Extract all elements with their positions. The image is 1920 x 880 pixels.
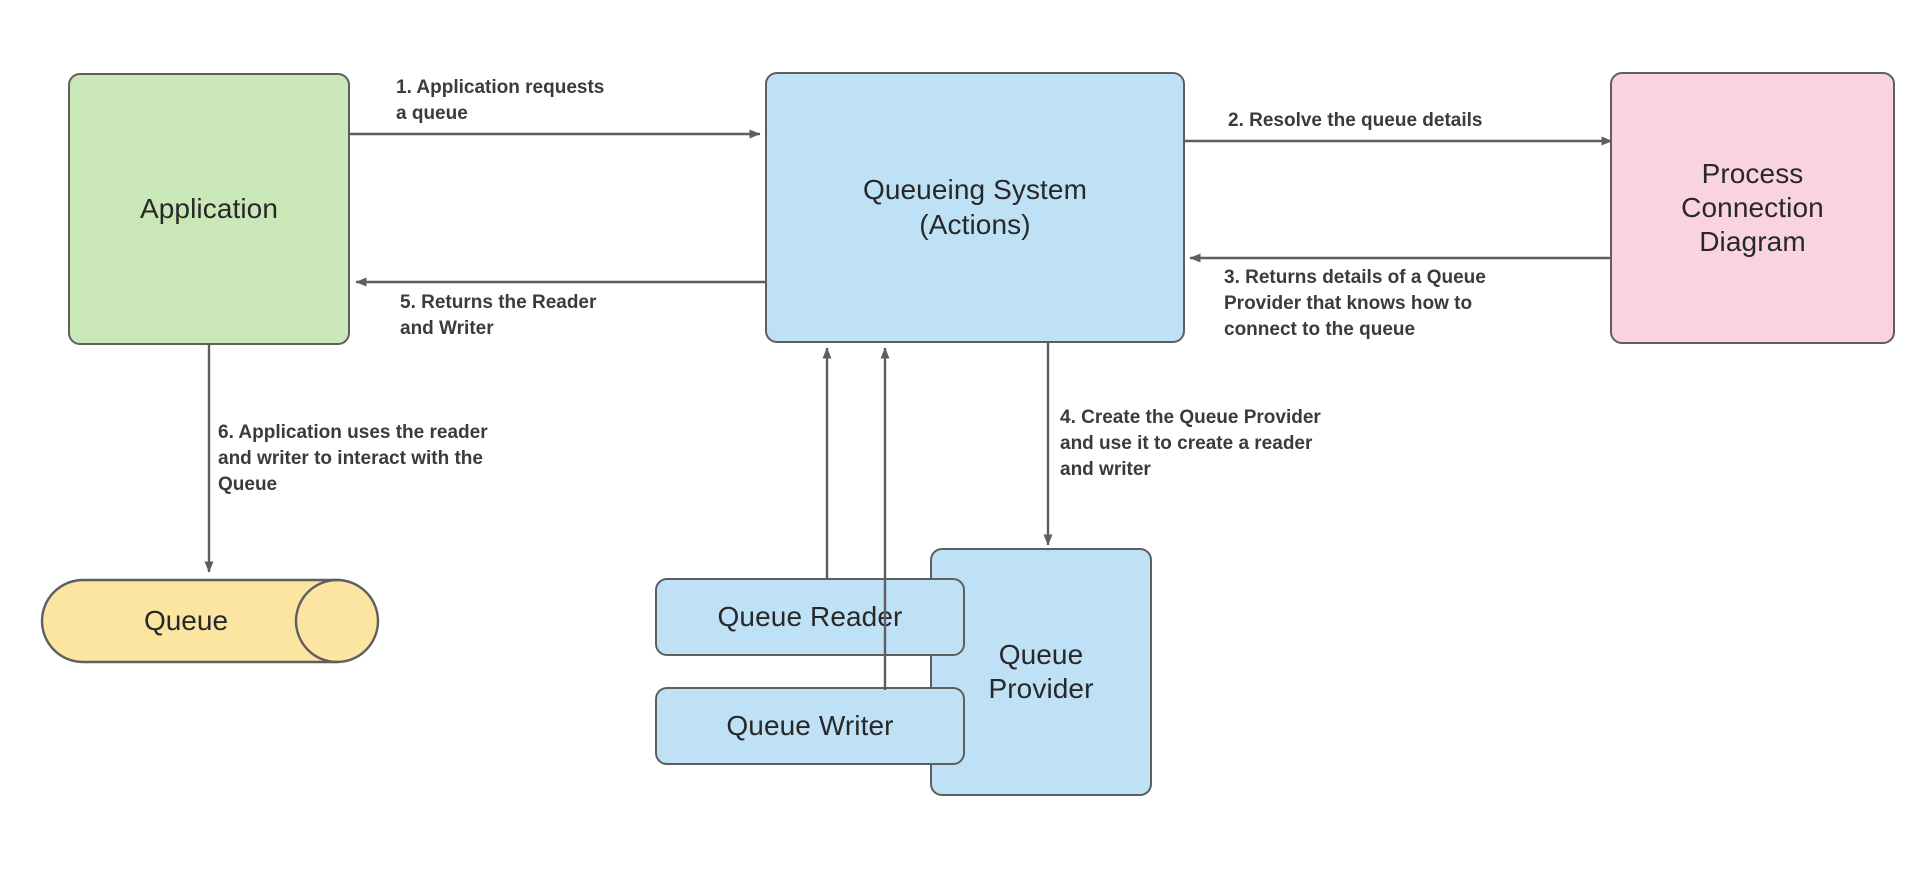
edge-label-1: 1. Application requests a queue <box>396 77 605 125</box>
node-application-label: Application <box>139 192 279 224</box>
node-queue-provider[interactable]: Queue Provider <box>930 548 1152 796</box>
node-queue-reader[interactable]: Queue Reader <box>655 578 965 656</box>
node-queue-writer[interactable]: Queue Writer <box>655 687 965 765</box>
node-queueing-system[interactable]: Queueing System (Actions) <box>765 72 1185 343</box>
node-queue-reader-label: Queue Reader <box>717 600 903 632</box>
edge-label-2: 2. Resolve the queue details <box>1228 110 1483 131</box>
edge-label-6: 6. Application uses the reader and write… <box>218 422 488 496</box>
node-queue[interactable]: Queue <box>40 578 380 664</box>
node-queue-provider-label: Queue Provider <box>988 638 1094 704</box>
node-process-connection-diagram[interactable]: Process Connection Diagram <box>1610 72 1895 344</box>
node-application[interactable]: Application <box>68 73 350 345</box>
edge-label-4: 4. Create the Queue Provider and use it … <box>1060 407 1321 481</box>
edge-label-5: 5. Returns the Reader and Writer <box>400 292 597 340</box>
node-queue-writer-label: Queue Writer <box>726 709 894 741</box>
node-queueing-system-label: Queueing System (Actions) <box>862 174 1088 240</box>
node-process-connection-diagram-label: Process Connection Diagram <box>1681 157 1824 258</box>
edge-label-3: 3. Returns details of a Queue Provider t… <box>1224 267 1486 341</box>
node-queue-label: Queue <box>143 605 229 636</box>
queue-cylinder-shape <box>40 578 380 664</box>
